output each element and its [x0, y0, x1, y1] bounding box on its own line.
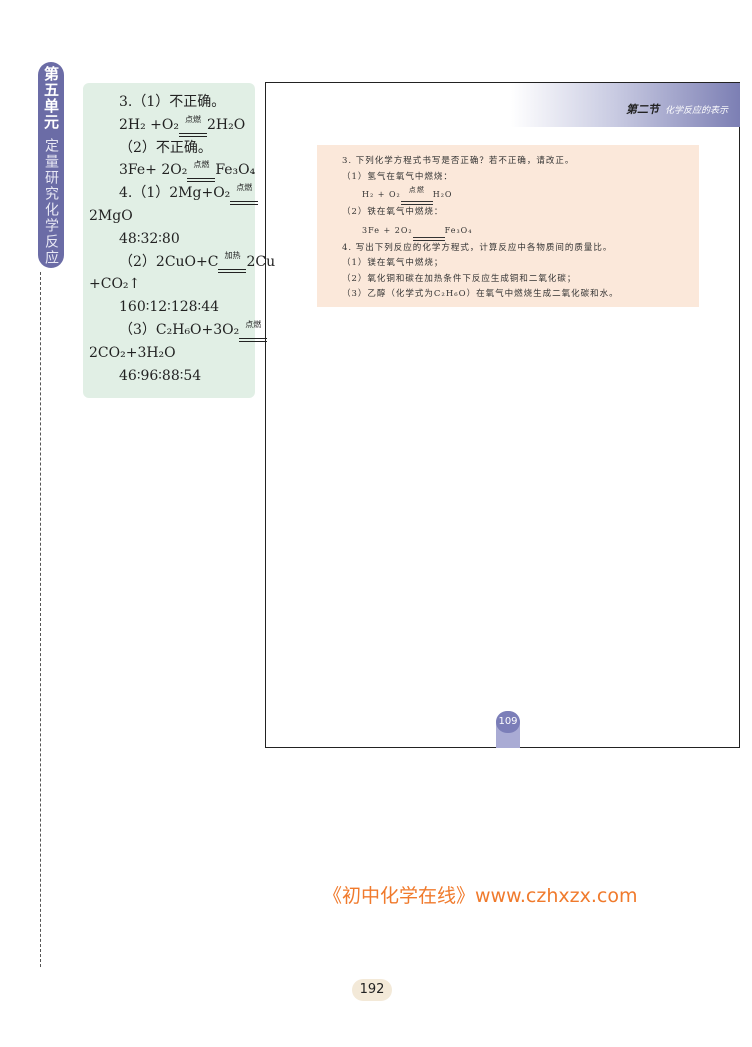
inner-page-number: 109: [496, 711, 520, 733]
text-line: +CO₂↑: [89, 276, 141, 293]
text-line: （2）不正确。: [119, 139, 212, 156]
equation-products: Fe₃O₄: [215, 162, 256, 179]
equation-products: Fe₃O₄: [444, 225, 473, 235]
text-line: 4. 写出下列反应的化学方程式，计算反应中各物质间的质量比。: [342, 242, 613, 253]
text-line: 3.（1）不正确。: [119, 94, 226, 110]
equation-line: 4.（1）2Mg+O₂ 点燃: [89, 182, 259, 205]
equals-sign-with-condition: 点燃: [179, 115, 207, 137]
answer-box: 3.（1）不正确。 2H₂ +O₂ 点燃 2H₂O （2）不正确。 3Fe+ 2O₂ 点燃 F…: [83, 83, 275, 398]
text-line: 48∶32∶80: [119, 230, 180, 247]
equals-sign-with-condition: 点燃: [230, 183, 259, 205]
reaction-condition: 加热: [224, 251, 241, 261]
text-line: 160∶12∶128∶44: [119, 299, 220, 316]
equation-reactants: H₂ + O₂: [362, 190, 401, 199]
text-line: 3. 下列化学方程式书写是否正确？若不正确，请改正。: [342, 156, 575, 166]
equals-sign-with-condition: 点燃: [239, 320, 268, 342]
reaction-condition: 点燃: [236, 182, 253, 192]
equation-line: （2）2CuO+C 加热 2Cu: [89, 251, 275, 274]
text-line: 2CO₂+3H₂O: [89, 344, 176, 361]
text-line: （3）乙醇（化学式为C₂H₆O）在氧气中燃烧生成二氧化碳和水。: [342, 289, 619, 299]
reaction-condition: 点燃: [245, 319, 262, 329]
exercise-box: 3. 下列化学方程式书写是否正确？若不正确，请改正。 （1）氢气在氧气中燃烧： H₂…: [317, 145, 699, 307]
text-line: 46∶96∶88∶54: [119, 367, 202, 384]
text-line: 2MgO: [89, 207, 133, 224]
equation-line: 2H₂ +O₂ 点燃 2H₂O: [89, 114, 249, 137]
equation-line: H₂ + O₂ 点燃 H₂O: [342, 185, 699, 205]
equation-line: 3Fe+ 2O₂ 点燃 Fe₃O₄: [89, 159, 255, 183]
reaction-condition: 点燃: [408, 186, 425, 194]
equation-reactants: 3Fe + 2O₂: [362, 225, 413, 235]
equation-line: （3）C₂H₆O+3O₂ 点燃: [89, 319, 268, 342]
equation-products: 2Cu: [246, 253, 276, 270]
equation-reactants: 3Fe+ 2O₂: [119, 162, 188, 179]
section-title: 化学反应的表示: [664, 106, 728, 116]
equals-sign-with-condition: 点燃: [400, 186, 433, 205]
page-number: 192: [352, 979, 392, 1001]
reaction-condition: 点燃: [185, 114, 201, 124]
unit-topic: 定量研究化学反应: [43, 138, 59, 266]
watermark: 《初中化学在线》www.czhxzx.com: [323, 885, 638, 907]
equals-sign-with-condition: 加热: [218, 251, 247, 274]
equation-line: 3Fe + 2O₂ Fe₃O₄: [342, 221, 699, 241]
section-header: 第二节化学反应的表示: [511, 83, 740, 127]
unit-label: 第五单元: [42, 66, 60, 130]
text-line: （1）氢气在氧气中燃烧：: [342, 171, 453, 182]
equation-reactants: 2H₂ +O₂: [119, 116, 179, 133]
textbook-page-scan: 第二节化学反应的表示 3. 下列化学方程式书写是否正确？若不正确，请改正。 （1）…: [265, 82, 740, 748]
inner-page-tab: 109: [496, 711, 520, 748]
text-line: （2）铁在氧气中燃烧：: [342, 207, 444, 217]
equation-products: 2H₂O: [207, 116, 246, 133]
equals-sign-with-condition: [412, 228, 445, 241]
equation-reactants: 4.（1）2Mg+O₂: [119, 185, 231, 202]
dashed-margin-line: [40, 272, 41, 967]
section-number: 第二节: [625, 103, 659, 116]
equals-sign-with-condition: 点燃: [187, 160, 216, 183]
text-line: （1）镁在氧气中燃烧；: [342, 258, 444, 268]
reaction-condition: 点燃: [193, 160, 210, 170]
equation-reactants: （2）2CuO+C: [119, 253, 219, 270]
equation-products: H₂O: [432, 190, 453, 199]
unit-side-tab: 第五单元 定量研究化学反应: [38, 62, 64, 268]
text-line: （2）氧化铜和碳在加热条件下反应生成铜和二氧化碳；: [342, 273, 577, 284]
equation-reactants: （3）C₂H₆O+3O₂: [119, 321, 240, 338]
